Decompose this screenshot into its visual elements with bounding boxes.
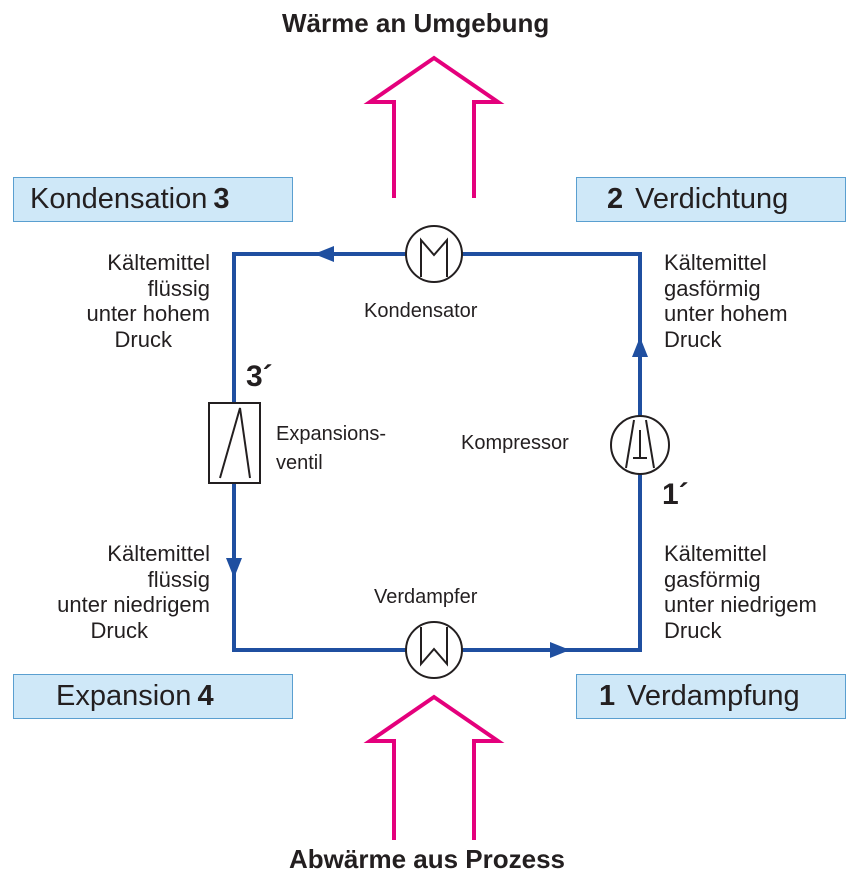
top-heading: Wärme an Umgebung bbox=[282, 8, 550, 38]
note-bottom-left: Kältemittel flüssig unter niedrigem Druc… bbox=[10, 541, 210, 643]
stage-verdampfung-label: Verdampfung bbox=[627, 680, 800, 712]
stage-expansion-label: Expansion bbox=[56, 680, 192, 712]
note-line: flüssig bbox=[147, 275, 210, 301]
label-expansionsventil: Expansions- ventil bbox=[276, 420, 386, 478]
note-line: Druck bbox=[90, 617, 148, 643]
flow-arrow-right-up bbox=[632, 337, 648, 357]
kondensator-symbol bbox=[405, 225, 463, 283]
note-line: unter hohem bbox=[86, 301, 210, 326]
stage-verdampfung: 1 Verdampfung bbox=[576, 674, 846, 719]
point-label-1-prime: 1´ bbox=[662, 478, 689, 511]
kompressor-symbol bbox=[610, 415, 670, 475]
note-line: Kältemittel bbox=[664, 541, 767, 566]
label-kompressor: Kompressor bbox=[461, 432, 569, 454]
stage-verdampfung-number: 1 bbox=[599, 680, 616, 712]
label-expansionsventil-line: ventil bbox=[276, 452, 323, 474]
stage-verdichtung-label: Verdichtung bbox=[635, 183, 789, 215]
flow-arrow-top-left bbox=[314, 246, 334, 262]
bottom-heading: Abwärme aus Prozess bbox=[289, 844, 566, 874]
verdampfer-symbol bbox=[405, 621, 463, 679]
label-kondensator: Kondensator bbox=[364, 300, 478, 322]
heat-arrow-up bbox=[363, 55, 505, 198]
note-line: flüssig bbox=[147, 566, 210, 592]
stage-kondensation-label: Kondensation bbox=[30, 183, 208, 215]
note-top-right: Kältemittel gasförmig unter hohem Druck bbox=[664, 250, 788, 352]
note-line: unter niedrigem bbox=[57, 592, 210, 617]
expansionsventil-symbol bbox=[208, 402, 261, 484]
stage-expansion-number: 4 bbox=[197, 680, 214, 712]
label-expansionsventil-line: Expansions- bbox=[276, 423, 387, 445]
stage-verdichtung: 2 Verdichtung bbox=[576, 177, 846, 222]
note-line: Kältemittel bbox=[107, 541, 210, 566]
flow-arrow-left-down bbox=[226, 558, 242, 578]
stage-expansion: Expansion 4 bbox=[13, 674, 293, 719]
note-top-left: Kältemittel flüssig unter hohem Druck bbox=[30, 250, 210, 352]
stage-kondensation-number: 3 bbox=[213, 183, 230, 215]
note-line: Druck bbox=[114, 326, 172, 352]
stage-kondensation: Kondensation 3 bbox=[13, 177, 293, 222]
note-line: Kältemittel bbox=[107, 250, 210, 275]
note-line: unter niedrigem bbox=[664, 592, 817, 617]
note-bottom-right: Kältemittel gasförmig unter niedrigem Dr… bbox=[664, 541, 817, 643]
note-line: Druck bbox=[664, 326, 722, 352]
label-verdampfer: Verdampfer bbox=[374, 586, 478, 608]
flow-arrow-bottom-right bbox=[550, 642, 570, 658]
heat-arrow-in bbox=[363, 694, 505, 840]
note-line: gasförmig bbox=[664, 275, 761, 301]
note-line: unter hohem bbox=[664, 301, 788, 326]
point-label-3-prime: 3´ bbox=[246, 360, 273, 393]
note-line: Kältemittel bbox=[664, 250, 767, 275]
refrigerant-loop bbox=[232, 252, 642, 652]
note-line: Druck bbox=[664, 617, 722, 643]
note-line: gasförmig bbox=[664, 566, 761, 592]
stage-verdichtung-number: 2 bbox=[607, 183, 624, 215]
